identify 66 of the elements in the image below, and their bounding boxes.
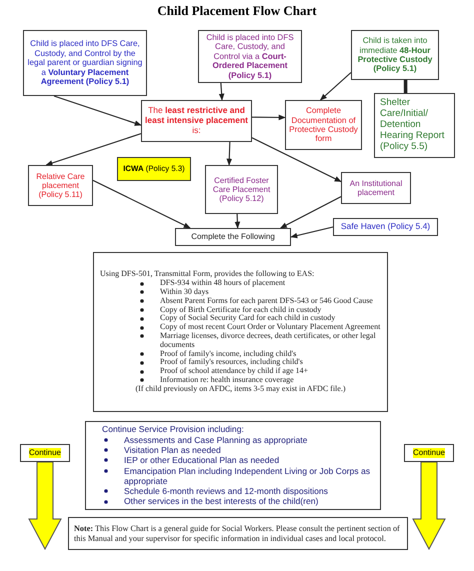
- report-box: [374, 93, 455, 158]
- node-text: Child is taken into immediate 48-Hour Protective Custody (Policy 5.1): [356, 36, 434, 74]
- connector-line: [404, 80, 408, 93]
- arrow: [54, 95, 142, 126]
- placement-box: [28, 165, 93, 206]
- policy-box: [333, 218, 438, 236]
- node-text: Relative Care placement (Policy 5.11): [35, 172, 86, 200]
- node-text: The least restrictive and least intensive placement is:: [145, 106, 248, 136]
- continue-box: [20, 444, 70, 462]
- list-item: Emancipation Plan including Independent Living or Job Corps as appropriate: [124, 466, 372, 486]
- chart-title: Child Placement Flow Chart: [156, 3, 318, 19]
- list-item: Proof of family's income, including child's: [160, 350, 298, 358]
- list-item: IEP or other Educational Plan as needed: [124, 455, 280, 466]
- process-box: [285, 100, 362, 150]
- list-item: Copy of most recent Court Order or Voluntary Placement Agreement: [160, 323, 381, 332]
- list-item: Other services in the best interests of the child(ren): [124, 496, 320, 507]
- arrow: [92, 180, 191, 228]
- arrow: [234, 214, 240, 229]
- continue-box: [404, 444, 454, 462]
- node-text: Shelter Care/Initial/ Detention Hearing Report (Policy 5.5): [380, 98, 446, 153]
- list-item: Visitation Plan as needed: [124, 444, 221, 456]
- list-heading: Continue Service Provision including:: [101, 424, 245, 435]
- list-item: Marriage licenses, divorce decrees, death certificates, or other legal documents: [160, 332, 377, 350]
- process-box: [351, 30, 439, 80]
- checklist-box: [85, 421, 381, 510]
- node-text: Complete the Following: [191, 232, 275, 242]
- node-text: Certified Foster Care Placement (Policy 5.12): [212, 176, 272, 204]
- decision-box: [141, 100, 252, 142]
- list-item: Proof of family's resources, including child's: [160, 358, 304, 368]
- node-text: Note: This Flow Chart is a general guide for Social Workers. Please consult the pertinent section of this Manual and your supervisor for specific information in individual cases and local protocol.: [74, 524, 401, 543]
- arrow: [320, 72, 352, 100]
- block-arrow: [412, 462, 446, 550]
- arrow: [226, 142, 232, 166]
- list-item: Within 30 days: [160, 288, 210, 297]
- node-text: Complete Documentation of Protective Custody form: [289, 106, 358, 144]
- arrow: [218, 82, 224, 101]
- arrow: [252, 114, 286, 120]
- process-box: [175, 228, 291, 246]
- node-text: Child is placed into DFS Care, Custody, and Control via a Court-Ordered Placement (Policy 5.1): [205, 32, 295, 80]
- process-box: [23, 30, 147, 96]
- footnote-text: (If child previously on AFDC, items 3-5 may exist in AFDC file.): [134, 384, 346, 394]
- node-text: Continue: [412, 448, 446, 458]
- policy-box: [117, 157, 191, 181]
- list-item: Information re: health insurance coverage: [160, 376, 295, 385]
- arrow: [290, 226, 334, 238]
- list-item: DFS-934 within 48 hours of placement: [160, 279, 286, 288]
- block-arrow: [28, 462, 62, 550]
- node-text: An Institutional placement: [348, 178, 404, 198]
- arrow: [280, 196, 342, 228]
- node-text: Safe Haven (Policy 5.4): [340, 222, 430, 232]
- list-item: Assessments and Case Planning as appropriate: [124, 434, 308, 445]
- checklist-box: [93, 252, 388, 412]
- list-item: Copy of Social Security Card for each child in custody: [160, 314, 336, 324]
- note-box: [68, 517, 408, 550]
- node-text: Continue: [28, 448, 62, 458]
- process-box: [198, 30, 302, 83]
- list-item: Absent Parent Forms for each parent DFS-543 or 546 Good Cause: [160, 296, 374, 305]
- arrow: [46, 133, 142, 166]
- arrow: [252, 137, 342, 182]
- placement-box: [205, 165, 278, 214]
- node-text: Child is placed into DFS Care, Custody, and Control by the legal parent or guardian signing a Voluntary Placement Agreement (Policy 5.1): [27, 39, 143, 87]
- list-item: Proof of school attendance by child if age 14+: [160, 367, 310, 376]
- list-item: Schedule 6-month reviews and 12-month dispositions: [124, 486, 329, 496]
- list-heading: Using DFS-501, Transmittal Form, provides the following to EAS:: [100, 270, 316, 279]
- placement-box: [341, 172, 411, 204]
- list-item: Copy of Birth Certificate for each child in custody: [160, 306, 322, 314]
